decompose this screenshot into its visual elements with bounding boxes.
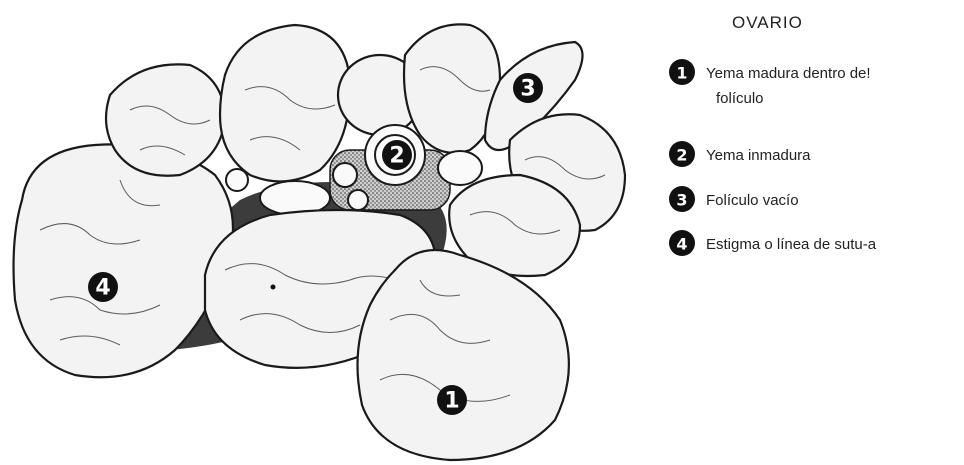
marker-3: 3: [513, 73, 543, 103]
legend-item-4: 4 Estigma o línea de sutu-a: [669, 230, 877, 256]
marker-2: 2: [382, 140, 412, 170]
svg-text:1: 1: [444, 389, 459, 414]
legend-item-2: 2 Yema inmadura: [669, 141, 811, 167]
svg-text:2: 2: [389, 144, 404, 169]
svg-text:Folículo vacío: Folículo vacío: [706, 192, 799, 209]
legend: OVARIO 1 Yema madura dentro de! folículo…: [669, 13, 877, 256]
svg-text:Estigma o línea de sutu-a: Estigma o línea de sutu-a: [706, 236, 877, 253]
egg-top-center: [220, 25, 350, 181]
svg-text:Yema inmadura: Yema inmadura: [706, 147, 811, 164]
legend-item-3: 3 Folículo vacío: [669, 186, 799, 212]
svg-text:Yema madura dentro de!: Yema madura dentro de!: [706, 65, 871, 82]
follicle-1: [358, 250, 569, 460]
svg-text:2: 2: [676, 146, 687, 165]
legend-title: OVARIO: [732, 13, 803, 32]
svg-text:4: 4: [676, 235, 687, 254]
egg-top-left: [106, 64, 225, 175]
marker-4: 4: [88, 272, 118, 302]
svg-text:4: 4: [95, 276, 110, 301]
legend-item-1: 1 Yema madura dentro de! folículo: [669, 59, 871, 107]
svg-text:folículo: folículo: [716, 90, 764, 107]
svg-text:3: 3: [676, 191, 687, 210]
svg-text:3: 3: [520, 77, 535, 102]
svg-text:1: 1: [676, 64, 687, 83]
marker-1: 1: [437, 385, 467, 415]
